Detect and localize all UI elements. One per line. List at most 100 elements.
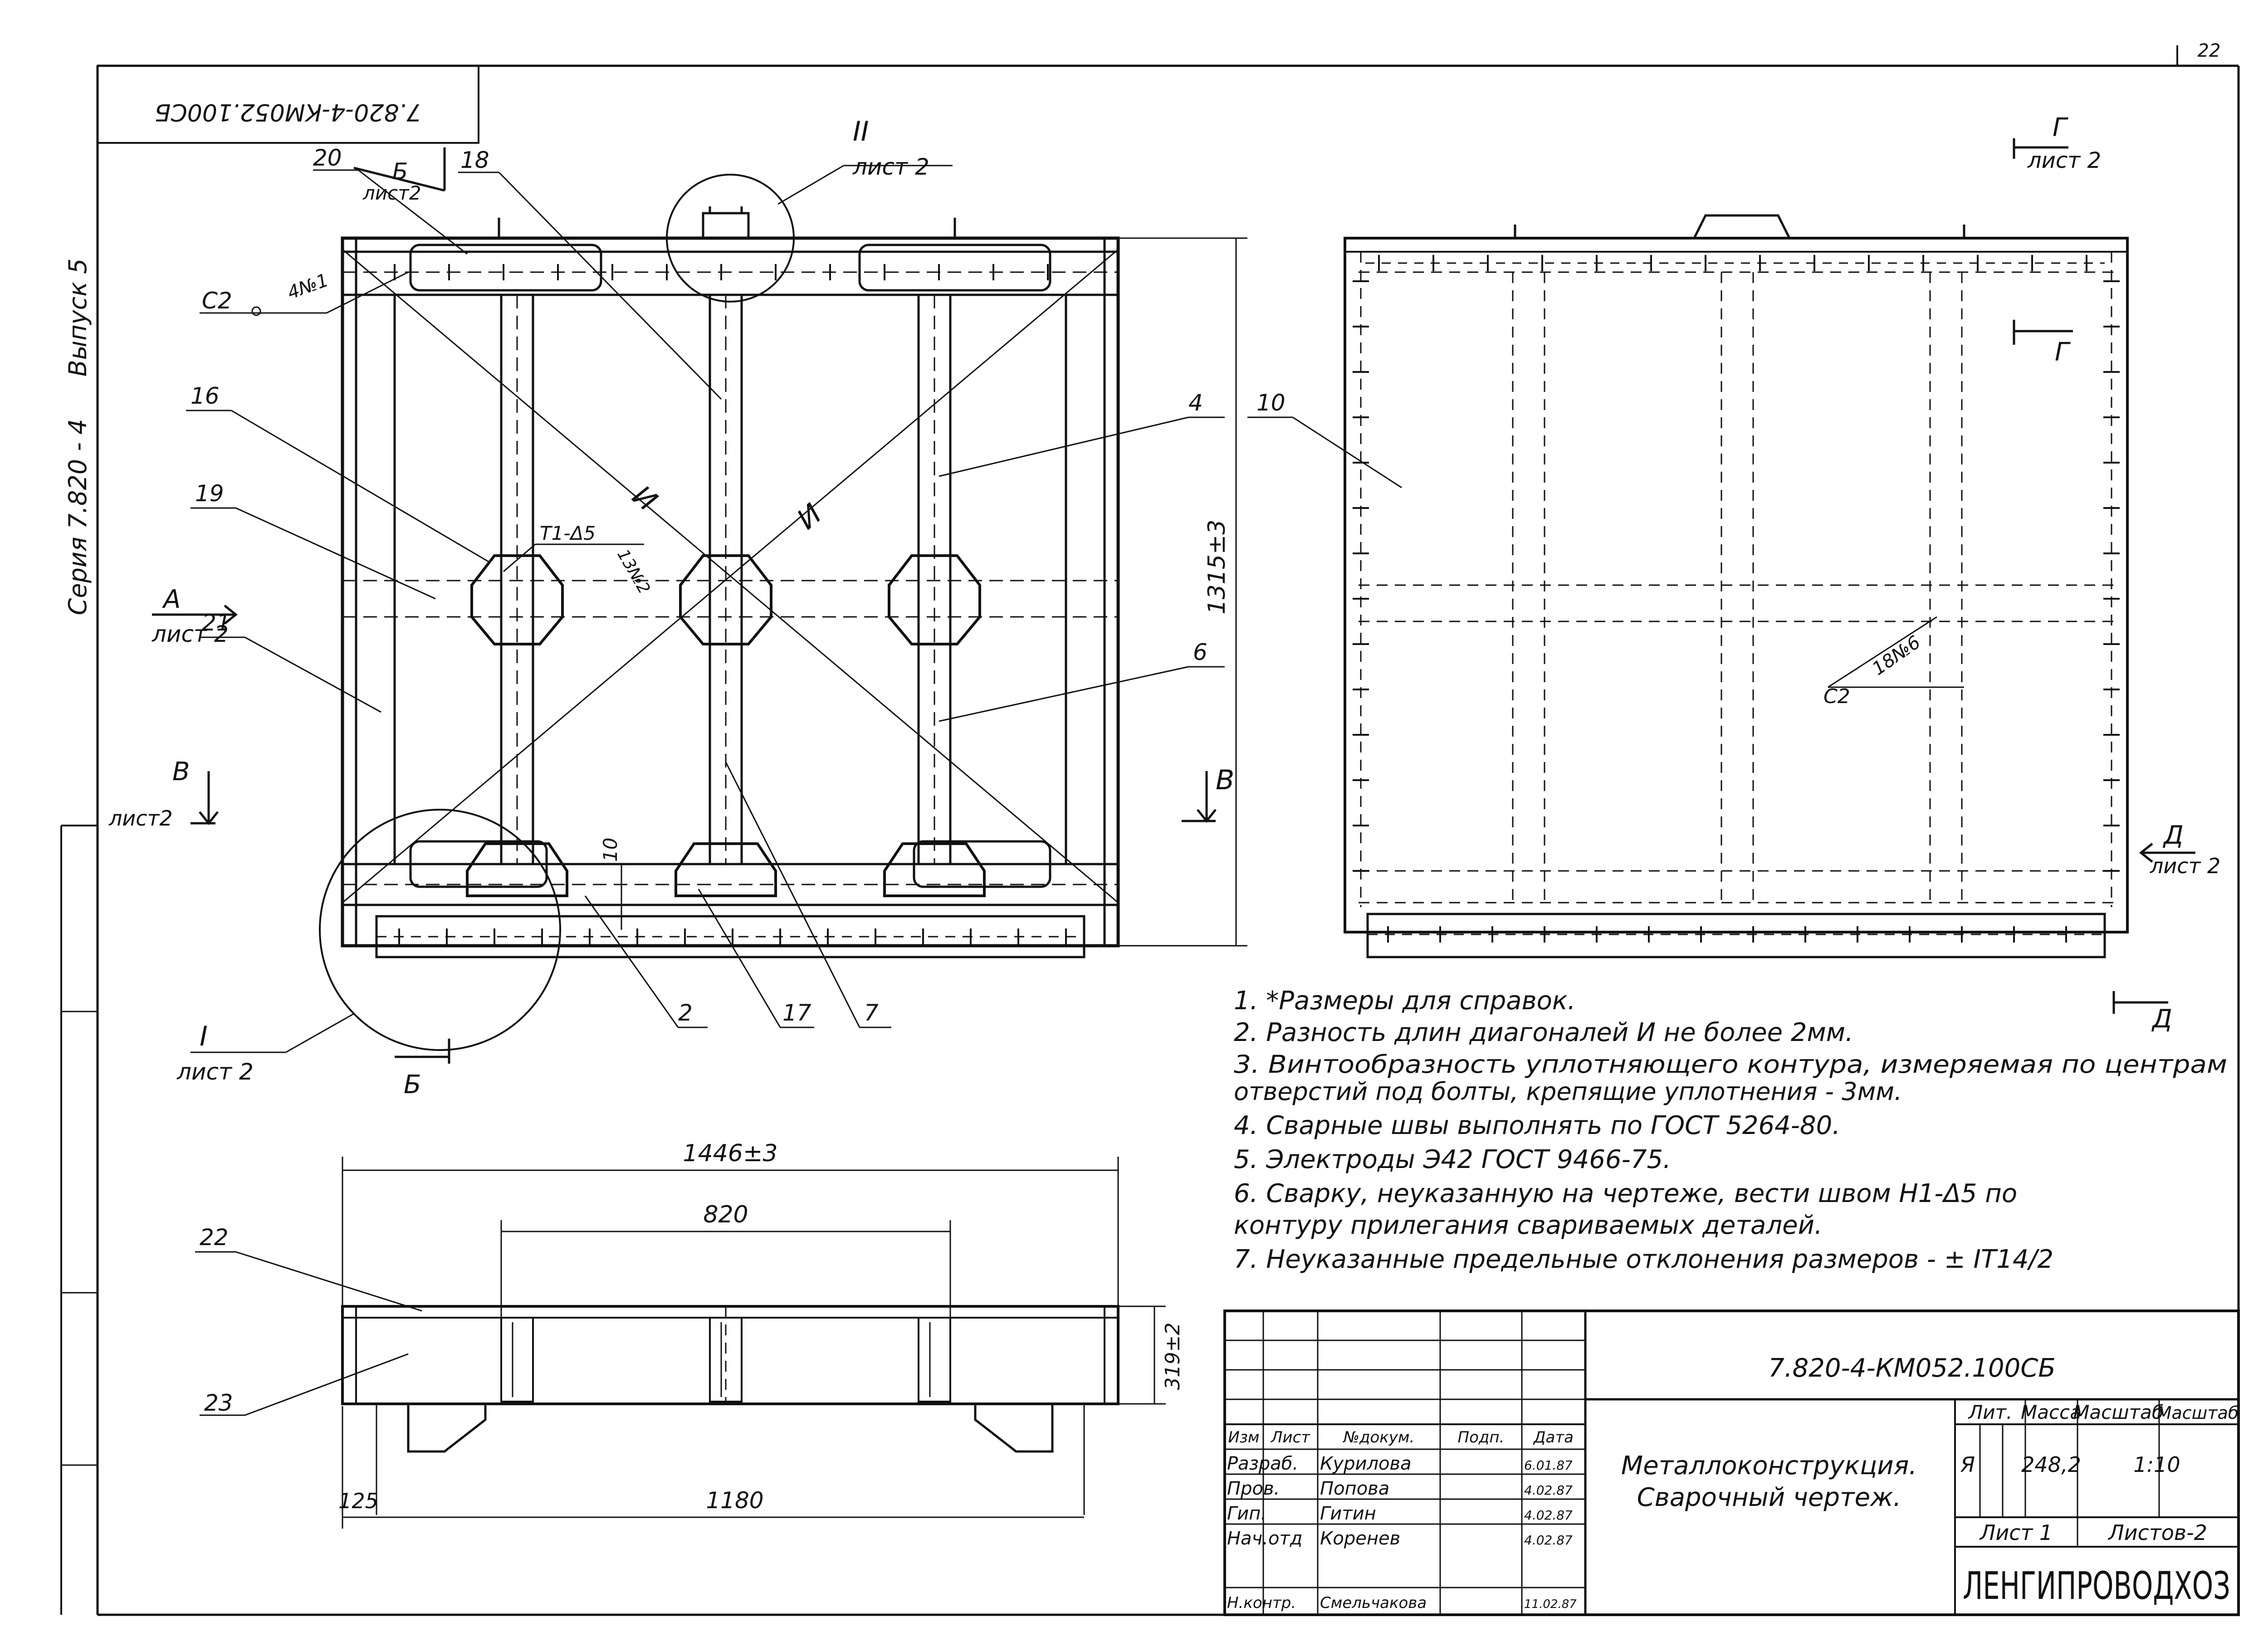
note-line: 7. Неуказанные предельные отклонения раз… <box>1234 1245 2053 1274</box>
section-b-top-sheet: лист2 <box>362 182 421 204</box>
part-20: 20 <box>313 145 342 171</box>
weld-c2-right: С2 <box>1823 685 1850 708</box>
side-view <box>1247 214 2129 958</box>
note-line: 6. Сварку, неуказанную на чертеже, вести… <box>1234 1179 2017 1208</box>
tb-date: 6.01.87 <box>1524 1458 1573 1473</box>
tb-name: Гитин <box>1320 1503 1376 1524</box>
plan-view <box>341 1305 1119 1515</box>
note-line: 3. Винтообразность уплотняющего контура,… <box>1234 1050 2227 1079</box>
part-22: 22 <box>200 1224 229 1251</box>
side-markers <box>2013 138 2195 1014</box>
tb-role: Гип. <box>1227 1503 1266 1524</box>
note-line: 4. Сварные швы выполнять по ГОСТ 5264-80… <box>1234 1111 1840 1140</box>
tb-header: Изм <box>1228 1428 1259 1446</box>
tb-header: Дата <box>1533 1428 1574 1446</box>
part-16: 16 <box>191 383 220 409</box>
part-21: 21 <box>202 610 231 636</box>
tb-name: Смельчакова <box>1320 1594 1427 1612</box>
weld-t1-tail: 13№2 <box>613 546 654 597</box>
section-g-top-sheet: лист 2 <box>2027 148 2101 173</box>
section-a-sheet: лист 2 <box>152 621 229 647</box>
tb-role: Разраб. <box>1227 1453 1298 1474</box>
tb-name: Попова <box>1320 1478 1389 1499</box>
rotated-code-box: 7.820-4-КМ052.100СБ <box>97 65 479 144</box>
section-g-top: Г <box>2053 113 2068 142</box>
dim-inner: 820 <box>703 1201 748 1228</box>
weld-c2-top-tail: 4№1 <box>285 270 332 304</box>
note-line: отверстий под болты, крепящие уплотнения… <box>1234 1077 1902 1106</box>
tb-sheet-label: Лист 1 <box>1979 1520 2053 1545</box>
detail-i-label: I <box>200 1021 208 1052</box>
part-23: 23 <box>204 1390 233 1416</box>
tb-lit-header: Лит. <box>1968 1401 2013 1423</box>
section-markers <box>152 147 1217 1064</box>
side-issue: Выпуск 5 <box>64 259 92 377</box>
section-d-bottom: Д <box>2151 1004 2172 1034</box>
tb-role: Н.контр. <box>1227 1594 1296 1612</box>
tb-header: Лист <box>1270 1428 1310 1446</box>
tb-mass-value: 248,2 <box>2021 1452 2081 1477</box>
tb-header: №докум. <box>1343 1428 1415 1446</box>
weld-c2-top: С2 <box>202 288 232 314</box>
tb-name: Коренев <box>1320 1528 1400 1549</box>
section-v-left: В <box>172 757 190 787</box>
section-a-label: А <box>162 585 181 614</box>
sheet-number: 22 <box>2198 40 2221 61</box>
dim-weld-gap: 10 <box>599 838 621 862</box>
rotated-doc-code: 7.820-4-КМ052.100СБ <box>155 98 421 126</box>
plan-dimensions <box>195 1157 1166 1529</box>
detail-circles <box>191 165 953 1053</box>
notes: 1. *Размеры для справок. 2. Разность дли… <box>1234 986 2227 1274</box>
tb-date: 4.02.87 <box>1524 1508 1573 1523</box>
tb-doc-code: 7.820-4-КМ052.100СБ <box>1768 1354 2056 1383</box>
tb-date: 4.02.87 <box>1524 1533 1573 1548</box>
part-6: 6 <box>1193 639 1207 665</box>
note-line: 5. Электроды Э42 ГОСТ 9466-75. <box>1234 1145 1671 1174</box>
tb-title-2: Сварочный чертеж. <box>1637 1483 1901 1512</box>
tb-rows: Разраб. Курилова 6.01.87 Пров. Попова 4.… <box>1227 1453 1577 1612</box>
section-d-top: Д <box>2162 821 2184 850</box>
side-series: Серия 7.820 - 4 <box>64 419 92 616</box>
section-b-top: Б <box>392 158 408 185</box>
tb-date: 11.02.87 <box>1524 1598 1577 1611</box>
part-17: 17 <box>782 1000 811 1026</box>
tb-scale-header: Масштаб <box>2073 1401 2164 1423</box>
weld-t1: Т1-Δ5 <box>540 522 596 544</box>
part-4: 4 <box>1188 390 1203 416</box>
part-19: 19 <box>195 480 224 507</box>
diag-label-right: И <box>791 497 828 536</box>
detail-i-sheet: лист 2 <box>176 1059 254 1085</box>
title-block <box>1223 1310 2240 1616</box>
detail-ii-sheet: лист 2 <box>852 154 929 180</box>
tb-lit-value: Я <box>1960 1452 1975 1477</box>
height-dimension <box>621 237 1247 947</box>
tb-org: ЛЕНГИПРОВОДХОЗ <box>1963 1564 2230 1608</box>
weld-leaders <box>200 271 1964 688</box>
front-view <box>341 206 1120 958</box>
dim-width-total: 1446±3 <box>683 1140 778 1167</box>
part-7: 7 <box>864 1000 879 1026</box>
tb-scale-header-2: Масштаб <box>2157 1403 2239 1423</box>
tb-mass-header: Масса <box>2021 1401 2082 1423</box>
section-b-bottom: Б <box>404 1070 421 1099</box>
tb-sheets-label: Листов-2 <box>2107 1520 2207 1545</box>
detail-ii-label: II <box>853 116 869 147</box>
section-g-mid: Г <box>2055 337 2071 367</box>
section-d-sheet: лист 2 <box>2150 854 2220 878</box>
tb-name: Курилова <box>1320 1453 1412 1474</box>
part-leaders <box>186 169 1225 1028</box>
part-10: 10 <box>1256 390 1286 416</box>
tb-date: 4.02.87 <box>1524 1483 1573 1498</box>
tb-header: Подп. <box>1458 1428 1505 1446</box>
note-line: контуру прилегания свариваемых деталей. <box>1234 1211 1823 1240</box>
diag-label-left: И <box>626 479 663 518</box>
note-line: 1. *Размеры для справок. <box>1234 986 1576 1016</box>
dim-bolt-span: 1180 <box>706 1487 763 1514</box>
tb-scale-value: 1:10 <box>2133 1452 2180 1477</box>
tb-title-1: Металлоконструкция. <box>1621 1451 1917 1481</box>
note-line: 2. Разность длин диагоналей И не более 2… <box>1234 1018 1853 1047</box>
tb-role: Пров. <box>1227 1478 1280 1499</box>
part-18: 18 <box>460 147 489 173</box>
